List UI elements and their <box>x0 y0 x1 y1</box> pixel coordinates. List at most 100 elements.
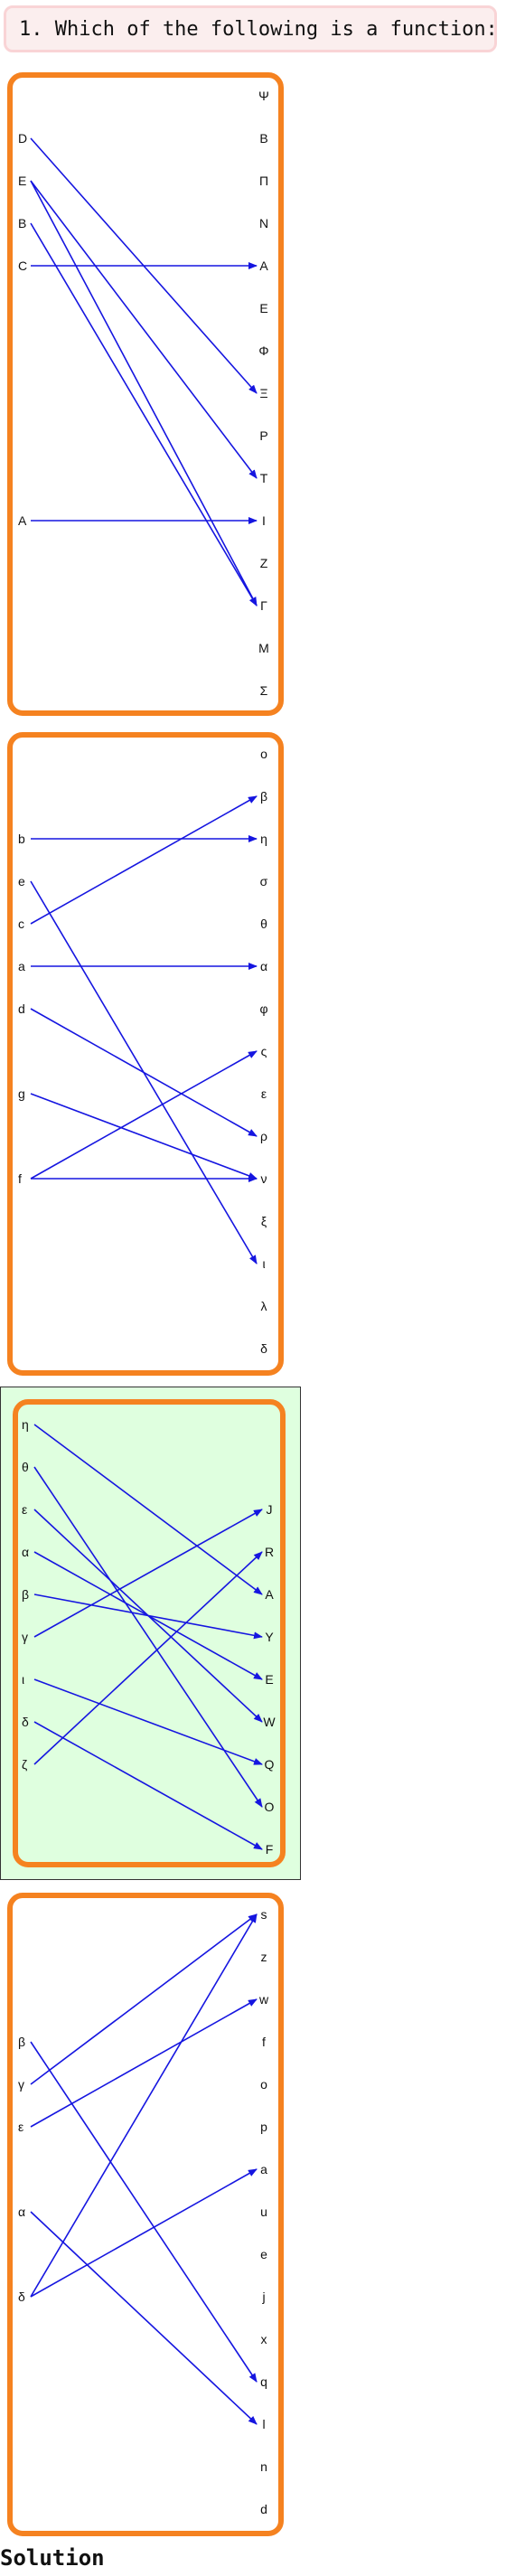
codomain-label: Ψ <box>258 89 269 103</box>
panel-border <box>7 72 284 716</box>
codomain-label: Φ <box>258 343 268 358</box>
domain-label: E <box>18 174 26 188</box>
domain-label: c <box>18 917 24 931</box>
domain-label: D <box>18 131 27 146</box>
domain-label: α <box>18 2205 25 2219</box>
mapping-arrow <box>33 1721 263 1850</box>
codomain-label: n <box>260 2459 267 2474</box>
domain-label: e <box>18 874 25 888</box>
domain-label: ζ <box>22 1757 27 1772</box>
codomain-label: E <box>259 301 267 315</box>
mapping-arrow <box>33 1424 263 1595</box>
mapping-panel-4[interactable]: β γ ε α δ s z w f o p a u e j x q l n d <box>7 1893 284 2536</box>
codomain-label: w <box>258 1992 269 2007</box>
codomain-label: Z <box>260 556 268 570</box>
codomain-label: β <box>260 789 267 804</box>
domain-label: β <box>22 1587 29 1602</box>
codomain-label: φ <box>259 1001 267 1016</box>
domain-label: b <box>18 832 25 846</box>
mapping-arrow <box>30 2211 258 2425</box>
solution-heading: Solution <box>0 2545 105 2571</box>
domain-label: β <box>18 2035 25 2049</box>
codomain-label: E <box>265 1672 273 1687</box>
domain-label: A <box>18 513 27 528</box>
mapping-arrow <box>30 180 258 606</box>
codomain-label: M <box>258 641 269 655</box>
mapping-arrow <box>33 1509 263 1638</box>
codomain-label: F <box>266 1842 274 1857</box>
codomain-label: δ <box>260 1341 267 1356</box>
mapping-arrow <box>30 2041 258 2383</box>
mapping-arrow <box>30 180 258 479</box>
codomain-label: T <box>260 471 268 485</box>
mapping-arrow <box>30 1913 258 2085</box>
domain-label: g <box>18 1086 25 1101</box>
mapping-arrow <box>30 795 258 925</box>
domain-label: δ <box>18 2289 25 2304</box>
codomain-label: Γ <box>260 598 267 613</box>
codomain-label: Y <box>265 1630 274 1644</box>
codomain-label: e <box>260 2247 267 2261</box>
codomain-label: ξ <box>261 1214 267 1228</box>
domain-label: ε <box>18 2120 23 2134</box>
codomain-label: p <box>260 2120 267 2134</box>
codomain-label: z <box>261 1950 267 1964</box>
domain-label: γ <box>18 2077 24 2092</box>
mapping-arrow <box>30 222 258 606</box>
codomain-label: ι <box>262 1256 265 1271</box>
domain-label: a <box>18 959 25 973</box>
codomain-label: Σ <box>260 683 268 698</box>
mapping-arrow <box>33 1678 263 1765</box>
codomain-label: a <box>260 2162 267 2176</box>
codomain-label: η <box>260 832 267 846</box>
domain-label: ι <box>22 1672 24 1687</box>
codomain-label: d <box>260 2502 267 2516</box>
codomain-label: x <box>261 2332 267 2346</box>
domain-label: η <box>22 1417 29 1432</box>
codomain-label: I <box>262 513 266 528</box>
question-text: 1. Which of the following is a function: <box>4 5 498 52</box>
mapping-arrow <box>30 1998 258 2128</box>
codomain-label: R <box>265 1545 274 1559</box>
codomain-label: σ <box>260 874 268 888</box>
mapping-arrow <box>33 1594 263 1640</box>
codomain-label: B <box>259 131 267 146</box>
codomain-label: Q <box>265 1757 275 1772</box>
domain-label: f <box>18 1171 22 1186</box>
codomain-label: α <box>260 959 267 973</box>
domain-label: d <box>18 1001 25 1016</box>
codomain-label: A <box>265 1587 274 1602</box>
codomain-label: j <box>261 2289 265 2304</box>
codomain-label: u <box>260 2205 267 2219</box>
codomain-label: f <box>262 2035 266 2049</box>
codomain-label: ς <box>261 1044 267 1058</box>
domain-label: δ <box>22 1715 29 1729</box>
domain-label: ε <box>22 1502 27 1517</box>
domain-label: γ <box>22 1630 28 1644</box>
codomain-label: o <box>260 2077 267 2092</box>
mapping-arrow <box>30 1008 258 1137</box>
codomain-label: λ <box>261 1299 267 1313</box>
codomain-label: N <box>259 216 268 230</box>
codomain-label: ν <box>261 1171 267 1186</box>
codomain-label: Π <box>259 174 268 188</box>
domain-label: B <box>18 216 26 230</box>
mapping-arrow <box>30 1093 258 1180</box>
domain-label: α <box>22 1545 29 1559</box>
codomain-label: P <box>259 428 267 443</box>
codomain-label: O <box>265 1800 275 1814</box>
mapping-arrow <box>30 1913 258 2298</box>
codomain-label: l <box>262 2417 265 2431</box>
codomain-label: Ξ <box>259 386 267 400</box>
codomain-label: J <box>267 1502 273 1517</box>
mapping-arrow <box>30 2168 258 2298</box>
panel-border <box>7 732 284 1376</box>
codomain-label: q <box>260 2374 267 2389</box>
codomain-label: s <box>261 1907 267 1922</box>
codomain-label: A <box>259 259 268 273</box>
mapping-arrow <box>33 1551 263 1765</box>
codomain-label: ε <box>261 1086 267 1101</box>
